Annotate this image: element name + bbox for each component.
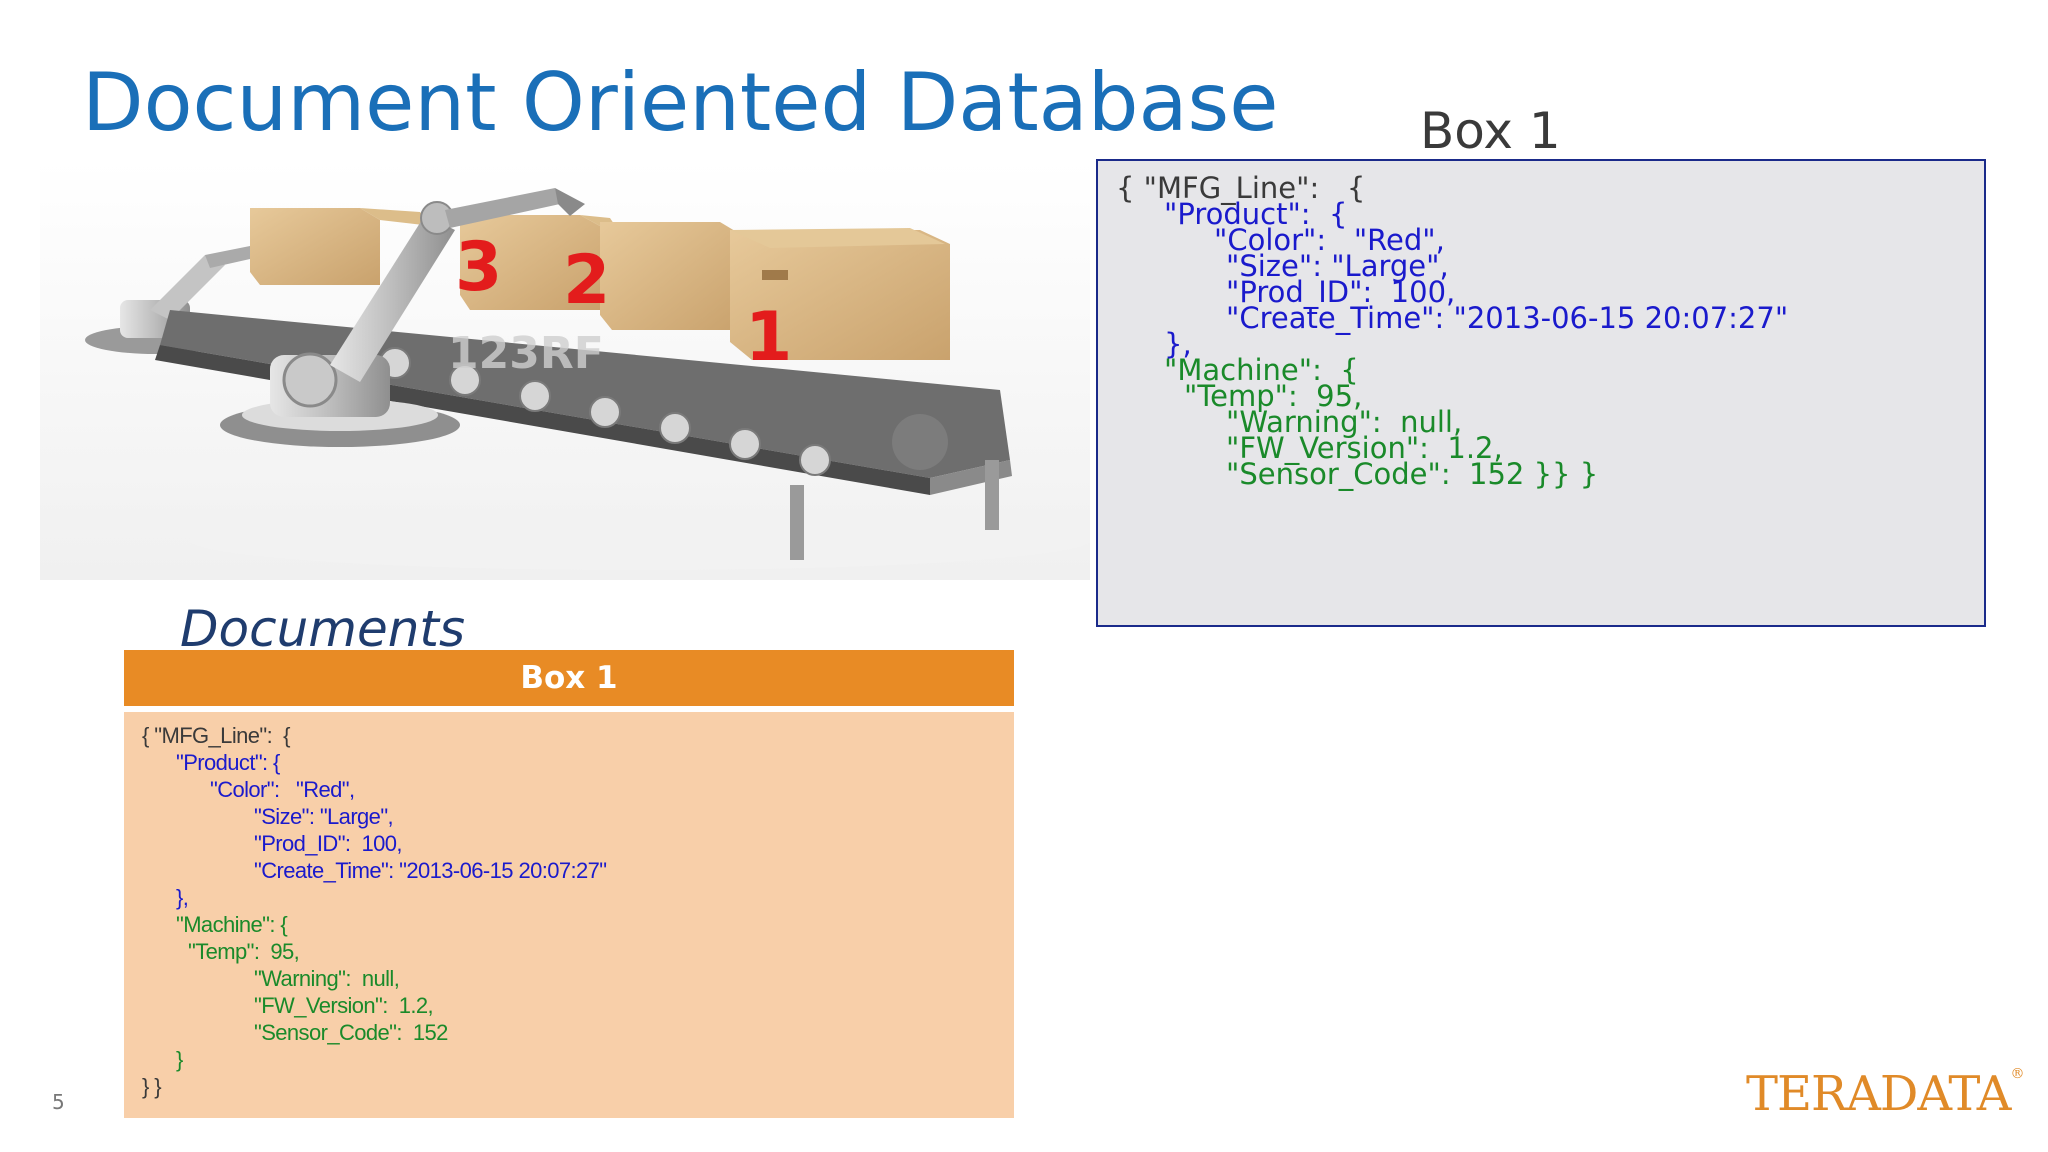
code-line: "Warning": null, [1226, 405, 1463, 439]
code-line: "Size": "Large", [1226, 249, 1449, 283]
documents-label: Documents [180, 600, 466, 658]
logo-wordmark: TERADATA [1746, 1066, 2011, 1122]
json-code-panel: { "MFG_Line": { "Product": { "Color": "R… [1096, 159, 1986, 627]
code-line: }, [1164, 327, 1192, 361]
code-line: "Create_Time": "2013-06-15 20:07:27" [1226, 301, 1789, 335]
documents-table-body: { "MFG_Line": { "Product": { "Color": "R… [124, 712, 1014, 1118]
box-number-2: 2 [563, 241, 610, 320]
code-line: "Temp": 95, [1184, 379, 1363, 413]
document-line: "Size": "Large", [254, 804, 394, 829]
document-line: { "MFG_Line": { [142, 723, 290, 748]
document-line: "Warning": null, [254, 966, 400, 991]
documents-table-header: Box 1 [124, 650, 1014, 706]
document-line: } } [142, 1074, 162, 1099]
document-line: "Prod_ID": 100, [254, 831, 402, 856]
robot-arm-front [220, 188, 585, 447]
page-number: 5 [52, 1090, 65, 1114]
box-heading: Box 1 [1420, 102, 1561, 160]
document-line: "Product": { [176, 750, 280, 775]
document-line: "Machine": { [176, 912, 288, 937]
document-line: } [176, 1047, 183, 1072]
document-line: "Color": "Red", [210, 777, 355, 802]
code-line: "FW_Version": 1.2, [1226, 431, 1503, 465]
cardboard-boxes [250, 208, 950, 360]
document-line: "Temp": 95, [188, 939, 300, 964]
box-number-1: 1 [745, 298, 792, 377]
code-line: { "MFG_Line": { [1116, 171, 1366, 205]
document-line: "FW_Version": 1.2, [254, 993, 434, 1018]
document-line: }, [176, 885, 189, 910]
box-number-3: 3 [455, 228, 502, 307]
code-line: "Sensor_Code": 152 }} } [1226, 457, 1599, 491]
document-line: "Sensor_Code": 152 [254, 1020, 448, 1045]
conveyor-robot-illustration: 123RF 3 2 1 [40, 160, 1090, 580]
document-line: "Create_Time": "2013-06-15 20:07:27" [254, 858, 607, 883]
code-line: "Product": { [1164, 197, 1348, 231]
slide-title: Document Oriented Database [82, 56, 1279, 149]
registered-mark: ® [2010, 1066, 2025, 1082]
code-line: "Prod_ID": 100, [1226, 275, 1456, 309]
stock-watermark: 123RF [448, 328, 604, 379]
code-line: "Machine": { [1164, 353, 1359, 387]
code-line: "Color": "Red", [1214, 223, 1445, 257]
teradata-logo: TERADATA® [1746, 1066, 2024, 1122]
